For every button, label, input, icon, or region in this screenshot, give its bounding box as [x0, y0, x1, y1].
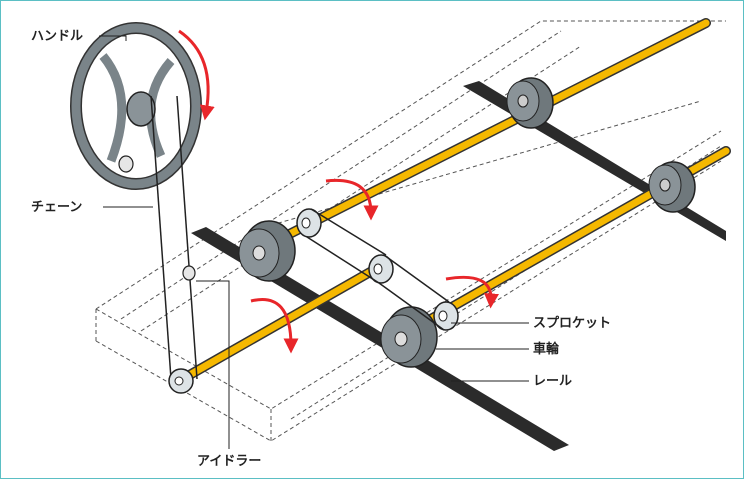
axle-rear: [251, 18, 711, 256]
label-chain: チェーン: [31, 200, 82, 215]
wheel-rear-far: [506, 77, 554, 129]
handle-wheel: [70, 22, 202, 190]
wheel-front-near: [380, 306, 438, 368]
axle-drive: [174, 258, 391, 386]
label-wheel: 車輪: [533, 341, 560, 357]
sprocket-rear: [296, 208, 322, 238]
label-rail: レール: [533, 374, 572, 389]
label-idler: アイドラー: [197, 454, 261, 469]
wheel-rear-near: [238, 220, 296, 282]
idler-pulley: [182, 265, 196, 281]
rail-back: [463, 81, 726, 241]
sprocket-middle: [368, 254, 394, 284]
sprocket-chains: [306, 208, 450, 331]
drive-sprocket: [168, 368, 194, 394]
label-sprocket: スプロケット: [533, 316, 611, 331]
label-handle: ハンドル: [31, 29, 83, 44]
handle-chain: [150, 95, 198, 380]
rail-front: [191, 227, 569, 451]
wheel-front-far: [648, 161, 696, 213]
rotation-arrows: [178, 29, 499, 354]
leader-lines: [99, 35, 529, 449]
